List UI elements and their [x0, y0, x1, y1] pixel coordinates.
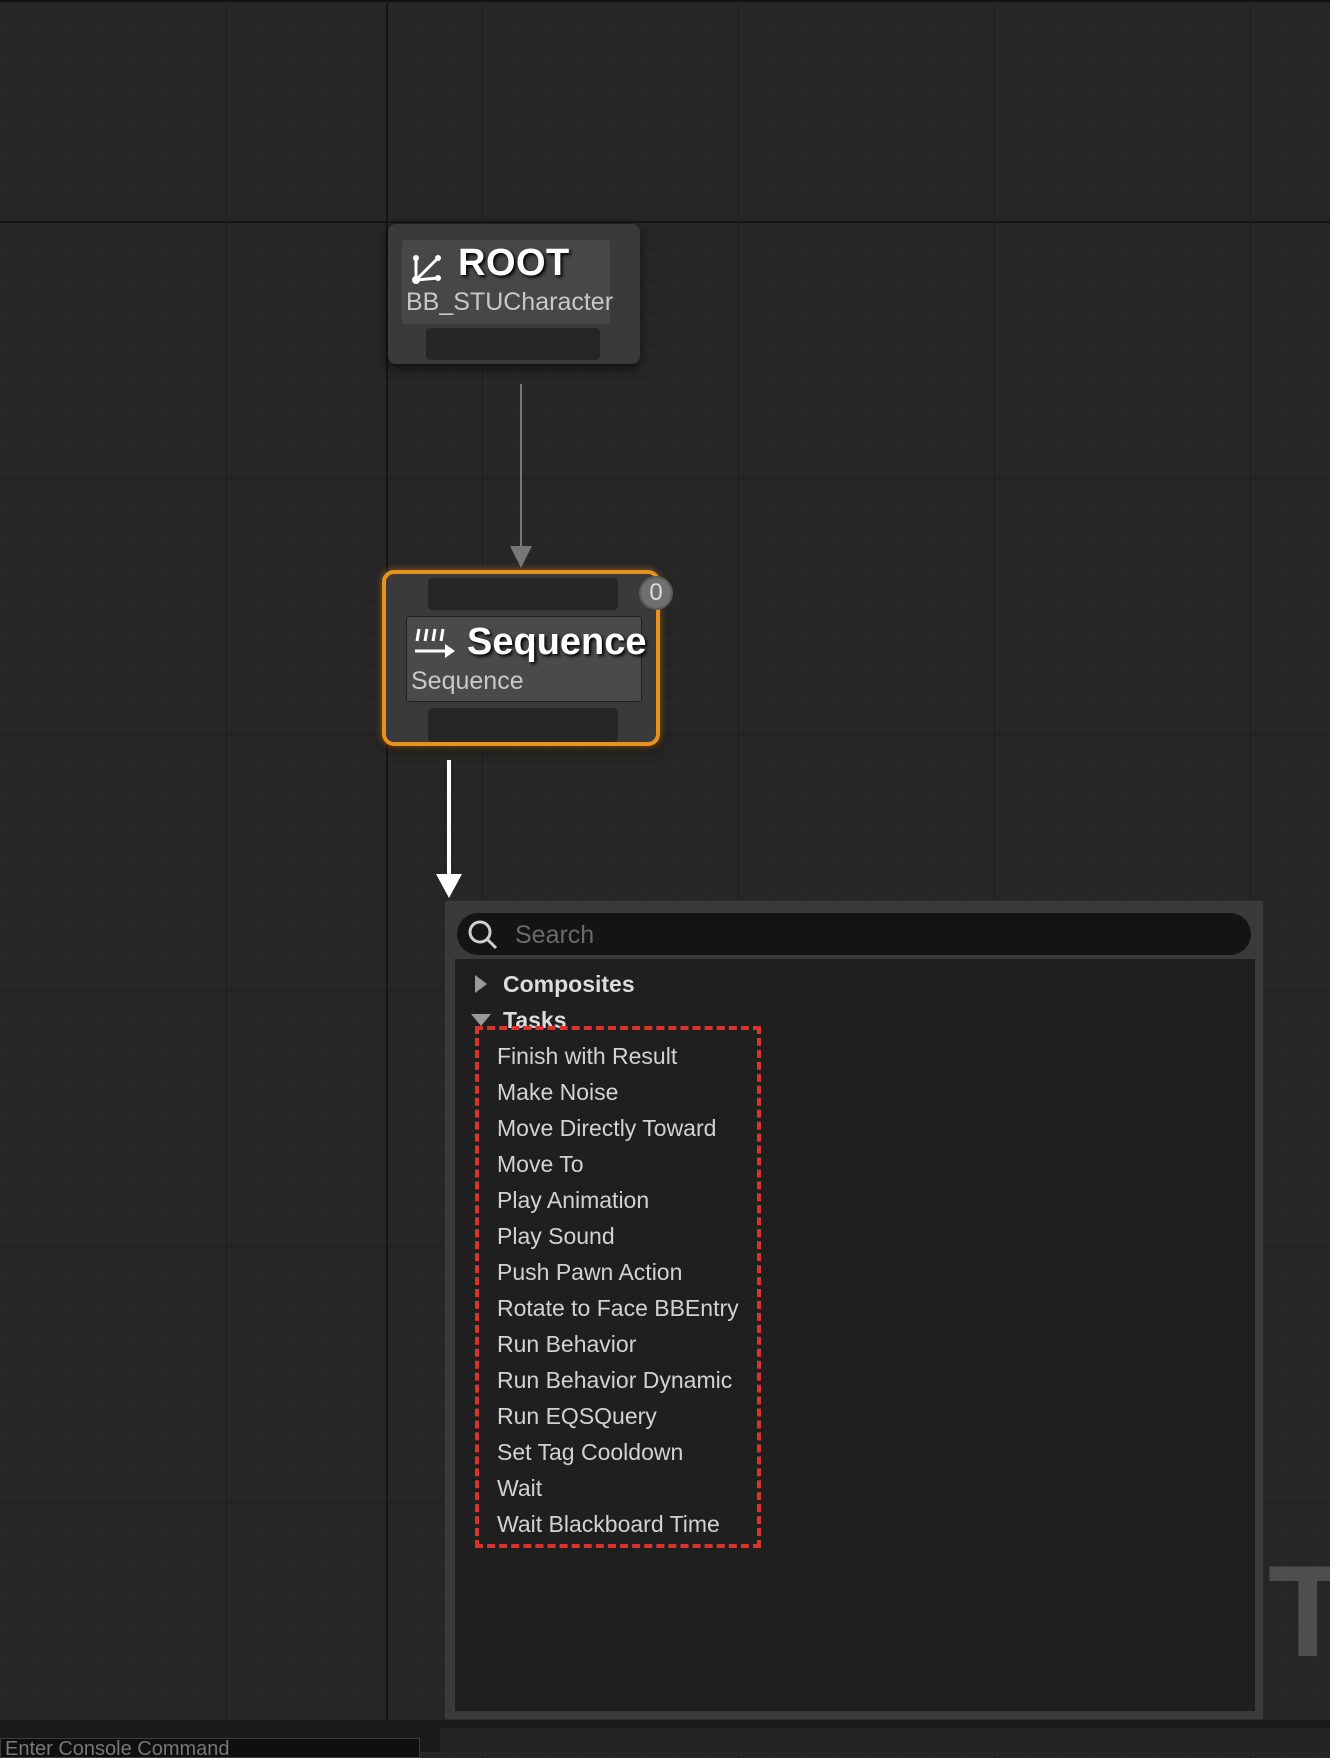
execution-order-badge: 0 [639, 576, 673, 610]
category-label: Tasks [503, 1006, 567, 1033]
sequence-output-pin[interactable] [428, 708, 618, 742]
sequence-node-title: Sequence [467, 621, 647, 663]
task-item[interactable]: Wait Blackboard Time [497, 1511, 720, 1537]
root-output-pin[interactable] [426, 328, 600, 360]
drag-wire-arrow [436, 874, 462, 898]
category-tasks[interactable]: Tasks [469, 1003, 567, 1037]
root-node-title: ROOT [458, 242, 570, 284]
task-item[interactable]: Wait [497, 1475, 543, 1501]
task-item[interactable]: Play Animation [497, 1187, 650, 1213]
expand-arrow-icon [475, 975, 487, 993]
task-item[interactable]: Set Tag Cooldown [497, 1439, 684, 1465]
task-item[interactable]: Move Directly Toward [497, 1115, 717, 1141]
task-item[interactable]: Move To [497, 1151, 584, 1177]
graph-origin-horizontal-line [0, 221, 1330, 223]
console-command-input[interactable]: Enter Console Command [0, 1738, 420, 1758]
root-node[interactable]: ROOT BB_STUCharacter [388, 224, 640, 364]
editor-top-border [0, 0, 1330, 2]
search-icon [467, 919, 499, 951]
category-label: Composites [503, 970, 635, 997]
collapse-arrow-icon [471, 1014, 491, 1026]
category-composites[interactable]: Composites [469, 967, 635, 1001]
task-item[interactable]: Finish with Result [497, 1043, 678, 1069]
task-item[interactable]: Push Pawn Action [497, 1259, 683, 1285]
root-node-header: ROOT BB_STUCharacter [402, 240, 614, 324]
root-branch-icon [408, 248, 448, 288]
sequence-node[interactable]: Sequence Sequence [382, 570, 660, 746]
root-to-sequence-wire [520, 384, 522, 546]
task-item[interactable]: Run Behavior [497, 1331, 637, 1357]
graph-watermark: T [1268, 1538, 1330, 1684]
task-item[interactable]: Play Sound [497, 1223, 615, 1249]
graph-origin-vertical-line [386, 0, 388, 1720]
sequence-arrows-icon [411, 623, 457, 663]
root-to-sequence-arrow [510, 546, 532, 568]
search-box[interactable] [457, 913, 1251, 957]
bottom-panel [440, 1728, 1330, 1752]
search-input[interactable] [513, 913, 1237, 957]
task-item[interactable]: Make Noise [497, 1079, 619, 1105]
sequence-input-pin[interactable] [428, 578, 618, 610]
task-item[interactable]: Run EQSQuery [497, 1403, 657, 1429]
sequence-node-header: Sequence Sequence [406, 616, 647, 702]
drag-wire [447, 760, 451, 878]
root-node-subtitle: BB_STUCharacter [406, 288, 614, 316]
sequence-node-subtitle: Sequence [411, 667, 524, 695]
task-item[interactable]: Rotate to Face BBEntry [497, 1295, 739, 1321]
task-item[interactable]: Run Behavior Dynamic [497, 1367, 733, 1393]
